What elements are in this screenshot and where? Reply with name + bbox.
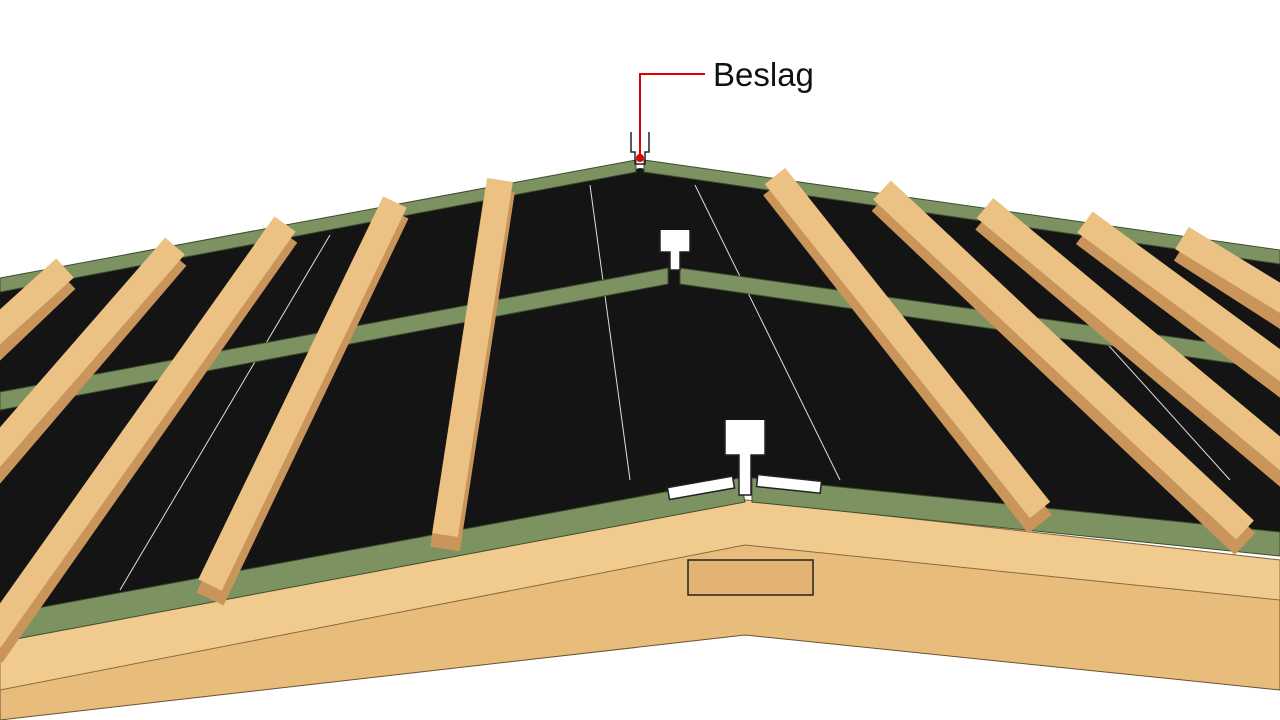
bracket-middle (659, 230, 691, 271)
rafter-10 (1175, 226, 1280, 314)
rafter-8 (976, 198, 1280, 471)
wooden-rafters (0, 167, 1280, 663)
rafter-6 (764, 167, 1051, 519)
callout-leader-line (639, 73, 705, 158)
rafter-1 (0, 258, 74, 345)
rafter-9 (1077, 211, 1280, 382)
rafter-7 (873, 180, 1254, 540)
rafter-5 (432, 178, 513, 537)
callout-label: Beslag (713, 56, 814, 93)
ridge-bracket (687, 559, 814, 596)
bracket-bottom (724, 420, 766, 496)
rafter-2 (0, 237, 185, 467)
batten-bottom-left (0, 477, 746, 643)
rafter-4 (198, 196, 407, 591)
callout-point (636, 154, 644, 162)
rafter-3 (0, 216, 296, 648)
metal-brackets (630, 132, 823, 501)
bracket-top (630, 132, 650, 165)
